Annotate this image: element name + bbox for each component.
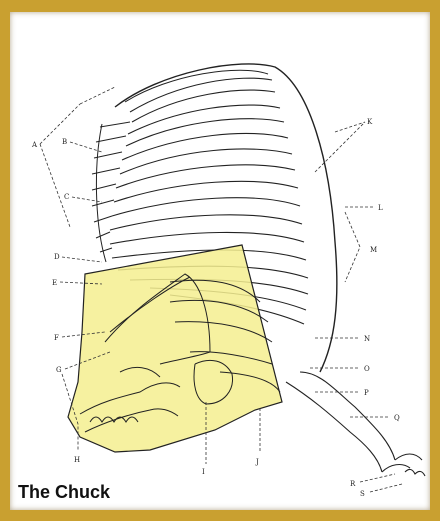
label-h: H — [74, 456, 80, 464]
label-b: B — [62, 138, 67, 146]
label-l: L — [378, 204, 383, 212]
label-q: Q — [394, 414, 400, 422]
skeleton-svg: A B C D E F G H I J K L M N O P Q R S — [10, 12, 430, 510]
label-g: G — [56, 366, 62, 374]
label-c: C — [64, 193, 69, 201]
skeleton-diagram: A B C D E F G H I J K L M N O P Q R S — [10, 12, 430, 510]
label-n: N — [364, 335, 370, 343]
label-p: P — [364, 389, 369, 397]
label-k: K — [367, 118, 373, 126]
label-e: E — [52, 279, 57, 287]
label-j: J — [255, 458, 259, 466]
foreleg — [286, 372, 425, 476]
label-o: O — [364, 365, 370, 373]
label-s: S — [360, 490, 365, 498]
label-d: D — [54, 253, 60, 261]
label-m: M — [370, 246, 377, 254]
label-i: I — [202, 468, 205, 476]
label-r: R — [350, 480, 356, 488]
label-f: F — [54, 334, 59, 342]
chuck-highlight — [68, 245, 282, 452]
diagram-caption: The Chuck — [18, 482, 110, 503]
label-a: A — [31, 141, 38, 149]
